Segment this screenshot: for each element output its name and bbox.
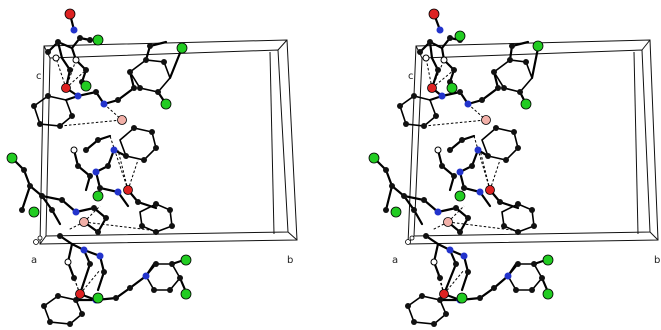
- molecule-top: [399, 12, 540, 127]
- axis-label-b: b: [654, 255, 660, 266]
- stereo-view-right: c a b: [368, 8, 660, 327]
- molecule-top: [33, 12, 184, 127]
- axis-label-a: a: [392, 255, 398, 266]
- unit-cell-right: [407, 39, 659, 245]
- atoms-left: [6, 8, 192, 327]
- unit-cell-left: [39, 39, 298, 245]
- stereo-view-left: c a b: [6, 8, 298, 327]
- atoms-right: [368, 8, 554, 327]
- axis-label-a: a: [31, 255, 37, 266]
- axis-label-b: b: [287, 255, 293, 266]
- molecule-bottom: [407, 234, 550, 325]
- axis-label-c: c: [408, 71, 414, 82]
- molecule-bottom: [43, 234, 188, 325]
- axis-label-c: c: [36, 71, 42, 82]
